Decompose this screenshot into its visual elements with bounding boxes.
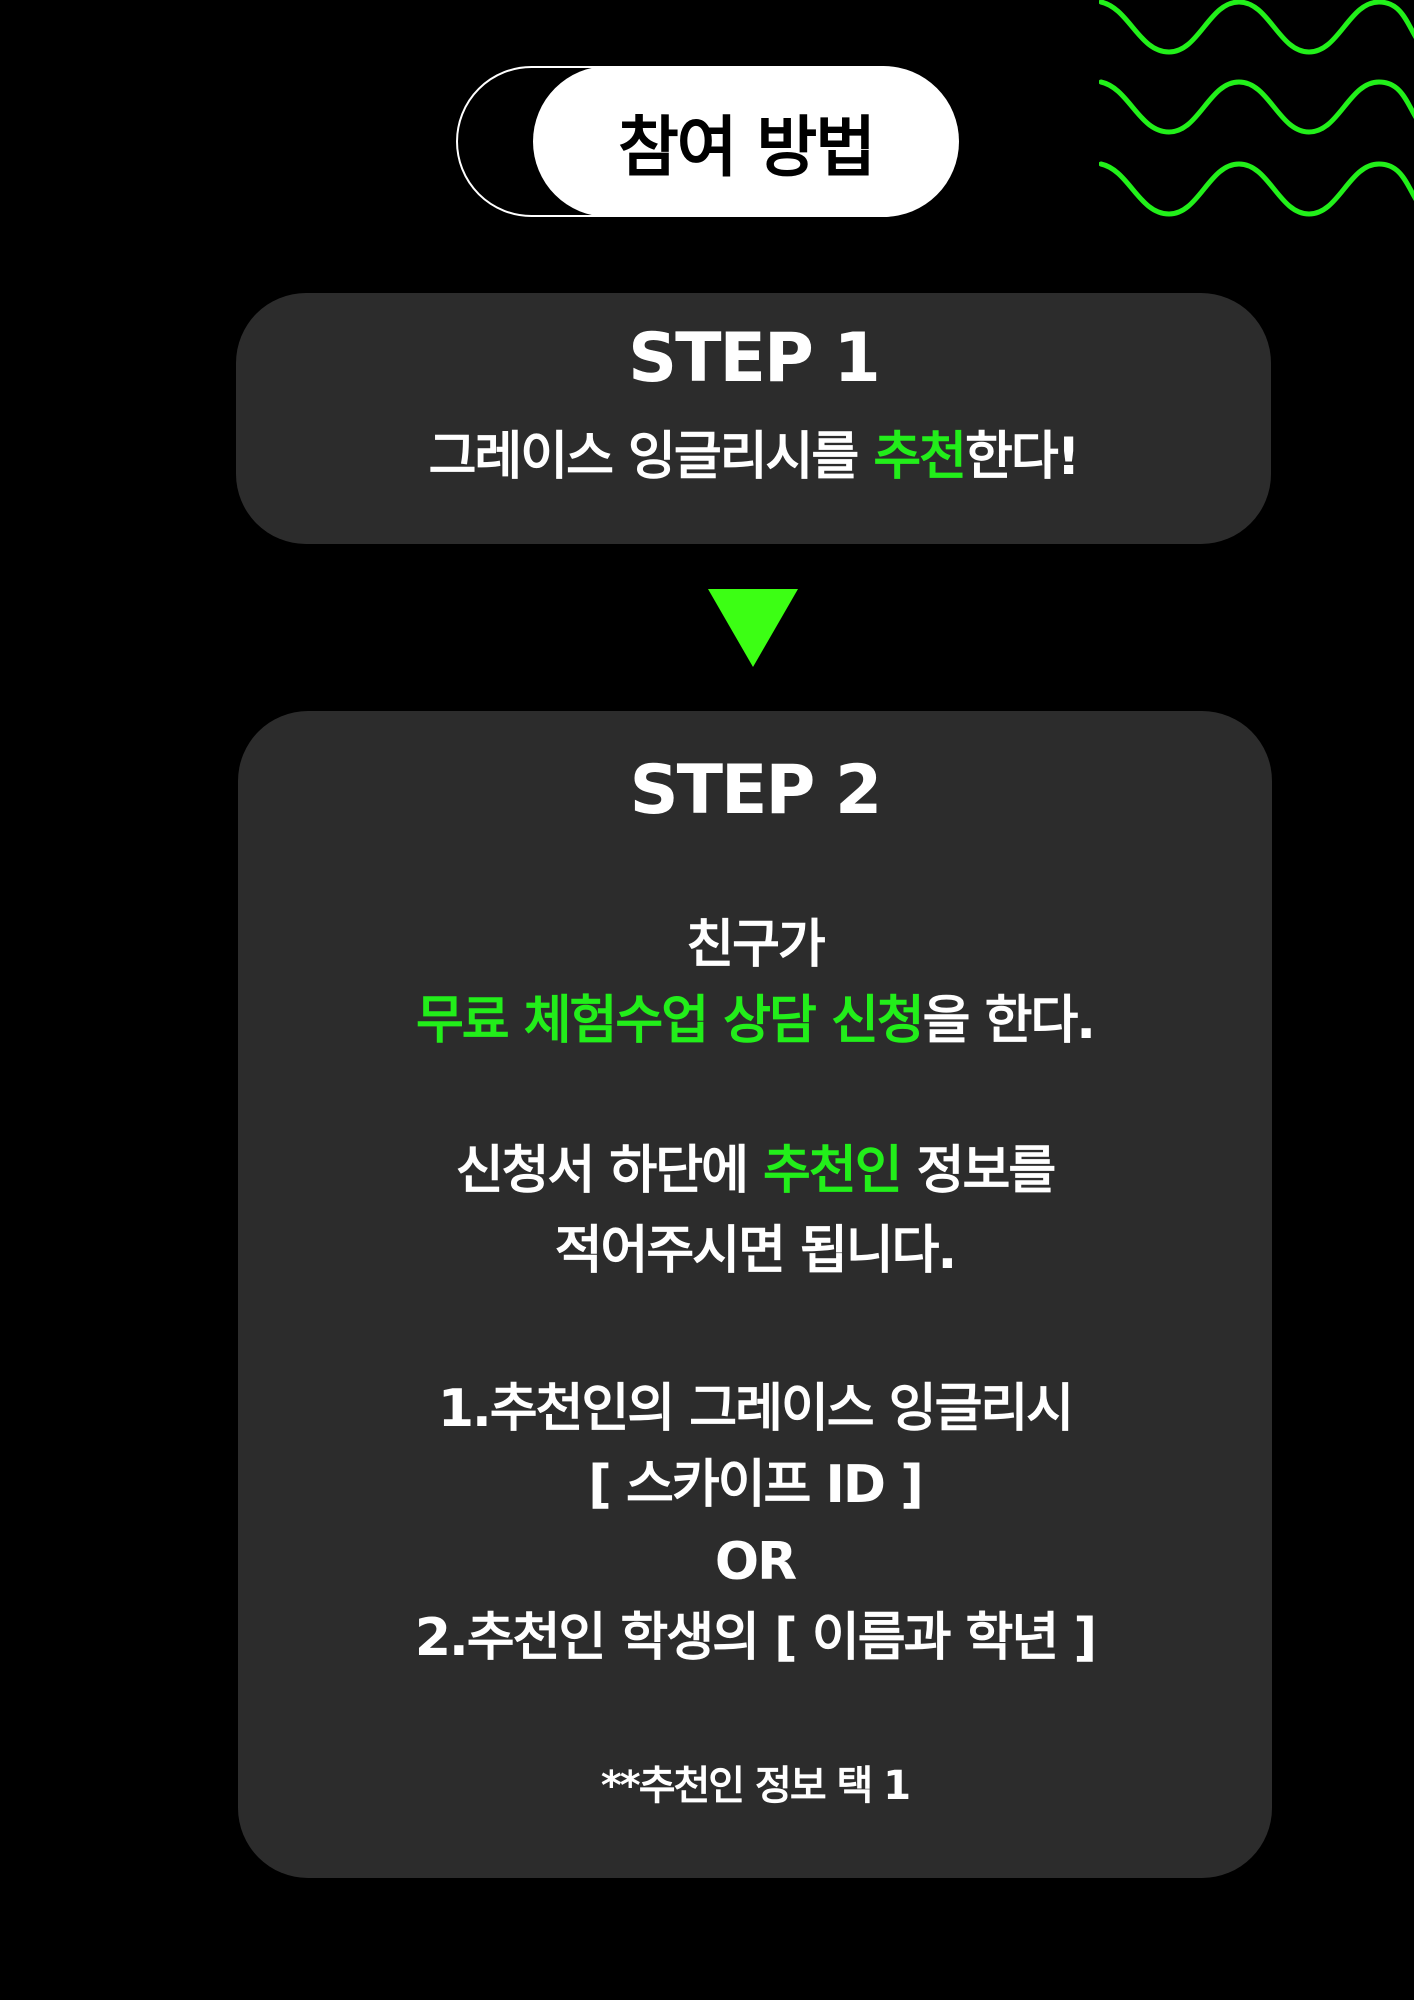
step2-line3-highlight: 추천인 bbox=[763, 1141, 903, 1201]
step1-card: STEP 1 그레이스 잉글리시를 추천한다! bbox=[236, 293, 1271, 544]
step2-line4: 적어주시면 됩니다. bbox=[554, 1221, 958, 1281]
step2-line3: 신청서 하단에 추천인 정보를 bbox=[238, 1141, 1272, 1201]
step2-or: OR bbox=[714, 1532, 797, 1592]
step2-note: **추천인 정보 택 1 bbox=[600, 1763, 911, 1809]
down-arrow-icon bbox=[708, 589, 798, 667]
step2-option2: 2.추천인 학생의 [ 이름과 학년 ] bbox=[414, 1608, 1097, 1668]
step1-text-pre: 그레이스 잉글리시를 bbox=[428, 427, 874, 487]
step2-line2: 무료 체험수업 상담 신청을 한다. bbox=[238, 991, 1272, 1051]
step2-line2-highlight: 무료 체험수업 상담 신청 bbox=[415, 991, 925, 1051]
wave-decoration-icon bbox=[1099, 0, 1414, 217]
step2-option1-detail: [ 스카이프 ID ] bbox=[588, 1455, 924, 1515]
step2-card: STEP 2 친구가 무료 체험수업 상담 신청을 한다. 신청서 하단에 추천… bbox=[238, 711, 1272, 1878]
title-pill: 참여 방법 bbox=[533, 66, 959, 217]
step2-line2-post: 을 한다. bbox=[922, 991, 1096, 1051]
page-title: 참여 방법 bbox=[618, 108, 876, 186]
step2-line1: 친구가 bbox=[686, 915, 826, 975]
step2-line3-pre: 신청서 하단에 bbox=[455, 1141, 764, 1201]
step1-text: 그레이스 잉글리시를 추천한다! bbox=[236, 427, 1271, 487]
step2-line3-post: 정보를 bbox=[900, 1141, 1057, 1201]
step2-label: STEP 2 bbox=[629, 751, 883, 830]
step1-text-post: 한다! bbox=[965, 427, 1080, 487]
step1-label: STEP 1 bbox=[628, 319, 881, 398]
step1-text-highlight: 추천 bbox=[873, 427, 967, 487]
step2-option1: 1.추천인의 그레이스 잉글리시 bbox=[437, 1379, 1074, 1439]
